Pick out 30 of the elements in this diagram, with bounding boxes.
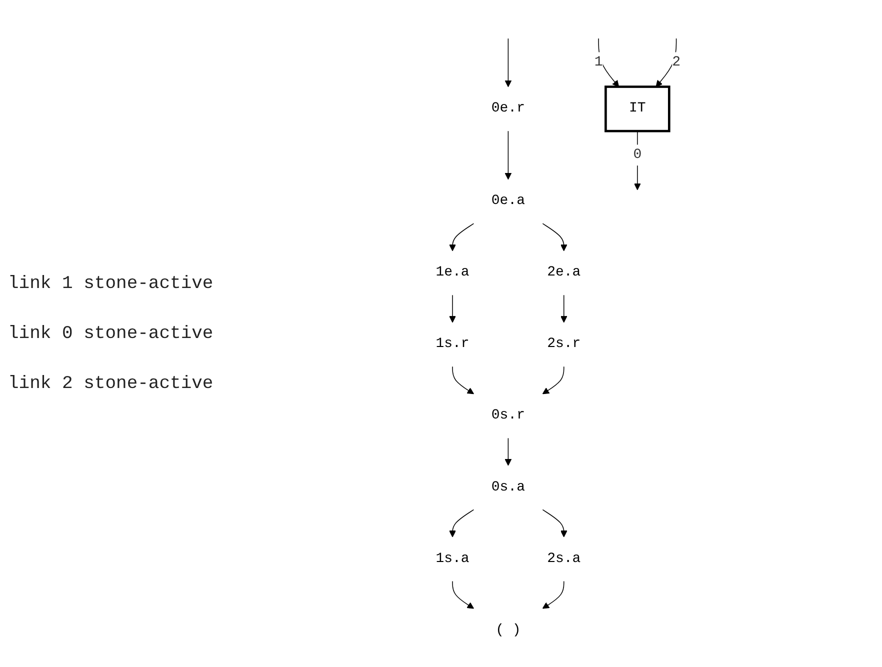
arrow: [656, 38, 677, 87]
arrow: [504, 38, 512, 87]
node-text: 1s.r: [436, 336, 470, 352]
node-text: 2s.a: [547, 550, 581, 566]
node-text: 2s.r: [547, 336, 581, 352]
arrow: [542, 366, 564, 394]
arrow: [452, 580, 474, 608]
node-text: 1s.a: [436, 550, 470, 566]
node-text: 0e.r: [491, 100, 525, 116]
node-text: 2e.a: [547, 264, 581, 280]
note-text: link 2 stone-active: [8, 374, 214, 394]
arrow: [560, 294, 568, 322]
arrow: [504, 130, 512, 180]
arrow: [449, 294, 456, 322]
arrow: [504, 437, 512, 466]
arrow: [449, 508, 474, 537]
node-text: 1e.a: [436, 264, 470, 280]
arrow: [449, 222, 474, 251]
arrow: [542, 222, 568, 251]
node-text: ( ): [496, 622, 521, 638]
arrow: [542, 580, 564, 608]
note-text: link 1 stone-active: [8, 274, 214, 294]
node-text: 0s.r: [491, 407, 525, 423]
note-text: link 0 stone-active: [8, 324, 214, 344]
node-text: 0e.a: [491, 192, 525, 208]
arrow: [598, 38, 620, 87]
arrow: [452, 366, 474, 394]
node-text: 0s.a: [491, 478, 525, 494]
node-box: IT: [604, 85, 670, 132]
arrow: [542, 508, 568, 537]
